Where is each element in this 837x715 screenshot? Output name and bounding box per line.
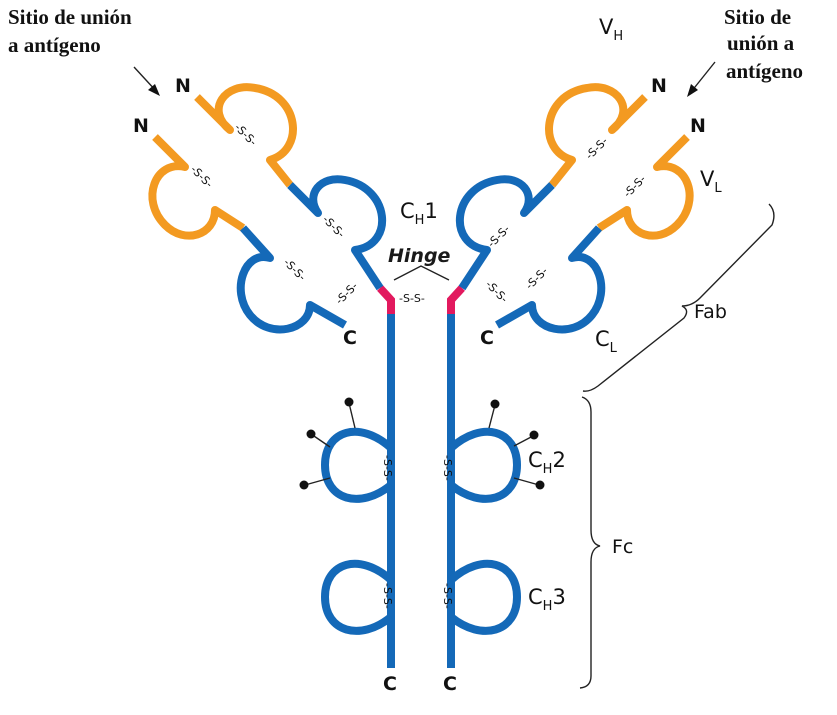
cl-label: CL <box>595 327 618 356</box>
hinge-label: Hinge <box>388 245 451 267</box>
antigen-site-right-line1: Sitio de <box>724 5 791 29</box>
disulfide-interchain-right: -S-S- <box>483 278 511 306</box>
ch2-domain: -S-S- -S-S- <box>321 427 521 503</box>
disulfide-vl-left: -S-S- <box>188 163 216 191</box>
glycosylation-sites <box>299 397 545 490</box>
n-terminus-left-heavy: N <box>175 75 191 97</box>
disulfide-hinge: -S-S- <box>399 292 425 305</box>
fc-brace: Fc <box>579 396 633 689</box>
c-terminus-left-light: C <box>343 327 357 349</box>
left-fab-arm: -S-S- -S-S- -S-S- -S-S- -S-S- <box>148 83 386 334</box>
disulfide-vh-right: -S-S- <box>583 135 611 163</box>
disulfide-ch2-right: -S-S- <box>441 455 454 481</box>
disulfide-cl-right: -S-S- <box>523 265 551 293</box>
antigen-site-left-line2: a antígeno <box>8 33 101 57</box>
hinge-region: -S-S- Hinge <box>377 245 465 314</box>
antigen-site-right-line3: antígeno <box>726 59 803 83</box>
arrow-head-left-icon <box>148 84 160 96</box>
fab-brace: Fab <box>582 203 775 392</box>
n-terminus-right-light: N <box>690 115 706 137</box>
antigen-site-right: Sitio de unión a antígeno <box>687 5 803 97</box>
fc-stem <box>387 310 455 668</box>
n-terminus-left-light: N <box>133 115 149 137</box>
right-fab-arm: -S-S- -S-S- -S-S- -S-S- -S-S- <box>456 83 694 334</box>
n-terminus-right-heavy: N <box>651 75 667 97</box>
ch1-label: CH1 <box>400 199 438 228</box>
disulfide-ch3-left: -S-S- <box>381 583 394 609</box>
vl-label: VL <box>700 167 722 196</box>
vh-label: VH <box>599 15 623 44</box>
disulfide-vh-left: -S-S- <box>232 121 260 149</box>
antigen-site-left: Sitio de unión a antígeno <box>8 5 160 96</box>
disulfide-interchain-left: -S-S- <box>333 280 361 308</box>
fc-label: Fc <box>612 536 633 558</box>
c-terminus-left-heavy: C <box>383 673 397 695</box>
disulfide-ch1-left: -S-S- <box>320 213 348 241</box>
c-terminus-right-light: C <box>480 327 494 349</box>
disulfide-cl-left: -S-S- <box>281 256 309 284</box>
c-terminus-right-heavy: C <box>443 673 457 695</box>
ch2-label: CH2 <box>528 448 566 477</box>
ch3-label: CH3 <box>528 585 566 614</box>
disulfide-ch1-right: -S-S- <box>485 223 513 251</box>
termini-labels: N N N N C C C C <box>133 75 706 695</box>
fab-label: Fab <box>694 301 727 323</box>
antigen-site-right-line2: unión a <box>727 31 795 55</box>
domain-labels: VH VL CH1 CH2 CH3 CL <box>400 15 722 614</box>
disulfide-vl-right: -S-S- <box>621 173 649 201</box>
antigen-site-left-line1: Sitio de unión <box>8 5 132 29</box>
disulfide-ch2-left: -S-S- <box>381 455 394 481</box>
arrow-head-right-icon <box>687 84 698 97</box>
disulfide-ch3-right: -S-S- <box>441 583 454 609</box>
ch3-domain: -S-S- -S-S- <box>321 559 521 635</box>
